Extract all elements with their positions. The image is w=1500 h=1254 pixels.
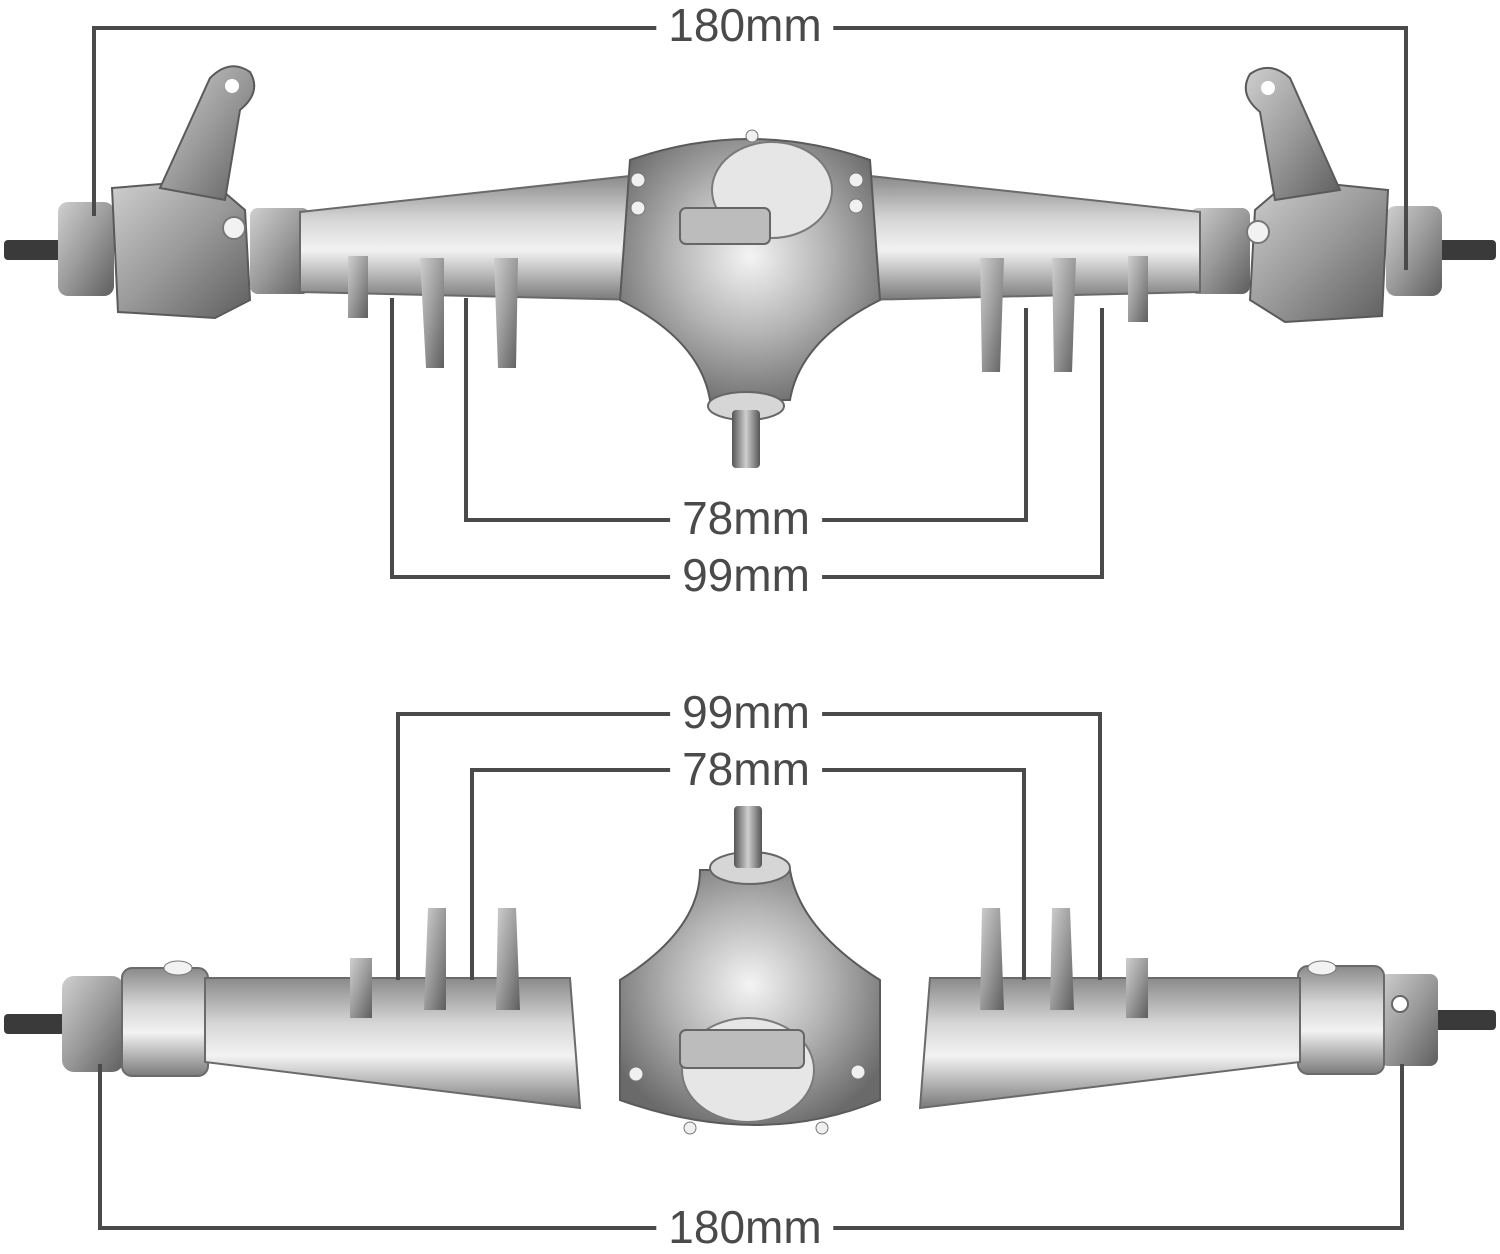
rear-mount-tab-3 [980, 908, 1004, 1010]
rear-left-carrier-bolt [163, 960, 193, 976]
front-mount-tab-3 [980, 258, 1004, 372]
rear-right-stub-shaft [1434, 1010, 1496, 1030]
rear-inner-mount-spacing-label: 78mm [670, 744, 822, 794]
front-right-hub [1386, 206, 1442, 296]
rear-left-carrier [121, 967, 209, 1077]
rear-left-hub [62, 976, 124, 1072]
front-diff-bolt-2 [848, 172, 864, 188]
rear-mount-tab-2 [496, 908, 520, 1010]
front-right-pivot-bolt [1246, 220, 1270, 244]
rear-axle-illustration [4, 806, 1496, 1135]
rear-shock-tab-left [350, 958, 372, 1018]
front-pinion-shaft [732, 410, 760, 468]
front-shock-tab-right [1128, 256, 1148, 322]
rear-diff-bolt-3 [683, 1121, 697, 1135]
front-mount-tab-4 [1052, 258, 1076, 372]
rear-right-carrier [1297, 965, 1385, 1075]
rear-mount-tab-1 [424, 908, 446, 1010]
front-diff-bolt-3 [630, 200, 646, 216]
front-right-steering-arm [1244, 67, 1342, 202]
front-inner-mount-spacing-label: 78mm [670, 493, 822, 543]
rear-left-stub-shaft [4, 1014, 66, 1034]
front-left-hub [58, 202, 114, 296]
rear-outer-mount-spacing-label: 99mm [670, 687, 822, 737]
rear-overall-width-label: 180mm [656, 1202, 834, 1252]
front-right-arm-hole [1261, 81, 1275, 95]
front-left-c-hub [250, 208, 310, 294]
front-left-arm-hole [225, 79, 239, 93]
front-axle-illustration [4, 65, 1496, 468]
front-left-pivot-bolt [222, 216, 246, 240]
front-diff-bolt-5 [745, 129, 759, 143]
rear-mount-tab-4 [1050, 908, 1074, 1010]
rear-left-axle-tube [204, 977, 582, 1110]
front-right-axle-tube [858, 174, 1201, 302]
rear-diff-bracket [679, 1029, 805, 1069]
front-left-steering-arm [158, 65, 256, 202]
rear-right-hub-hole [1391, 995, 1409, 1013]
rear-right-hub [1380, 974, 1438, 1066]
rear-pinion-shaft [734, 806, 762, 868]
rear-right-carrier-bolt [1307, 960, 1337, 976]
front-right-c-hub [1190, 208, 1250, 294]
front-diff-bolt-1 [630, 172, 646, 188]
front-diff-bracket [679, 207, 771, 245]
rear-diff-bolt-4 [815, 1121, 829, 1135]
front-outer-mount-spacing-label: 99mm [670, 550, 822, 600]
rear-right-axle-tube [918, 977, 1301, 1110]
front-overall-width-label: 180mm [656, 0, 834, 50]
front-right-knuckle [1248, 178, 1390, 324]
front-left-stub-shaft [4, 240, 64, 260]
front-shock-tab-left [348, 256, 368, 318]
front-mount-tab-1 [420, 258, 444, 368]
front-mount-tab-2 [494, 258, 518, 368]
rear-shock-tab-right [1126, 958, 1148, 1018]
front-diff-bolt-4 [848, 198, 864, 214]
rear-diff-bolt-1 [628, 1066, 644, 1082]
front-left-knuckle [110, 178, 252, 320]
front-right-stub-shaft [1436, 240, 1496, 260]
rear-diff-bolt-2 [850, 1064, 866, 1080]
